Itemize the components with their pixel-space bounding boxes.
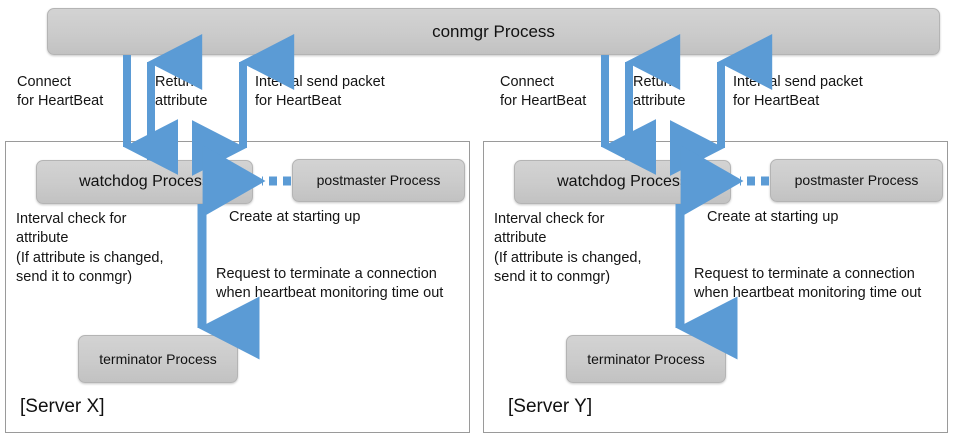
server-y-return-attribute-caption: Return attribute: [633, 74, 686, 110]
server-y-create-at-startup-caption: Create at starting up: [707, 209, 839, 225]
server-x-watchdog-process-box[interactable]: watchdog Process: [36, 160, 253, 204]
conmgr-process-box[interactable]: conmgr Process: [47, 8, 940, 55]
server-x-terminator-process-label: terminator Process: [99, 350, 217, 367]
server-y-postmaster-process-box[interactable]: postmaster Process: [770, 159, 943, 202]
server-y-terminator-process-box[interactable]: terminator Process: [566, 335, 726, 383]
server-y-interval-send-caption: Interval send packet for HeartBeat: [733, 74, 863, 110]
server-y-watchdog-process-box[interactable]: watchdog Process: [514, 160, 731, 204]
server-y-label: [Server Y]: [508, 396, 593, 417]
server-x-label: [Server X]: [20, 396, 105, 417]
server-y-watchdog-process-label: watchdog Process: [557, 172, 688, 190]
server-x-create-at-startup-caption: Create at starting up: [229, 209, 361, 225]
server-x-watchdog-process-label: watchdog Process: [79, 172, 210, 190]
server-y-postmaster-process-label: postmaster Process: [794, 172, 919, 189]
server-x-terminator-process-box[interactable]: terminator Process: [78, 335, 238, 383]
conmgr-process-label: conmgr Process: [432, 21, 555, 41]
server-x-postmaster-process-box[interactable]: postmaster Process: [292, 159, 465, 202]
server-x-interval-send-caption: Interval send packet for HeartBeat: [255, 74, 385, 110]
server-y-request-terminate-caption: Request to terminate a connection when h…: [694, 266, 922, 302]
server-x-interval-check-caption: Interval check for attribute (If attribu…: [16, 211, 164, 286]
server-x-return-attribute-caption: Return attribute: [155, 74, 208, 110]
server-y-terminator-process-label: terminator Process: [587, 350, 705, 367]
server-y-interval-check-caption: Interval check for attribute (If attribu…: [494, 211, 642, 286]
server-x-postmaster-process-label: postmaster Process: [316, 172, 441, 189]
server-x-request-terminate-caption: Request to terminate a connection when h…: [216, 266, 444, 302]
server-x-connect-caption: Connect for HeartBeat: [17, 74, 104, 110]
server-y-connect-caption: Connect for HeartBeat: [500, 74, 587, 110]
